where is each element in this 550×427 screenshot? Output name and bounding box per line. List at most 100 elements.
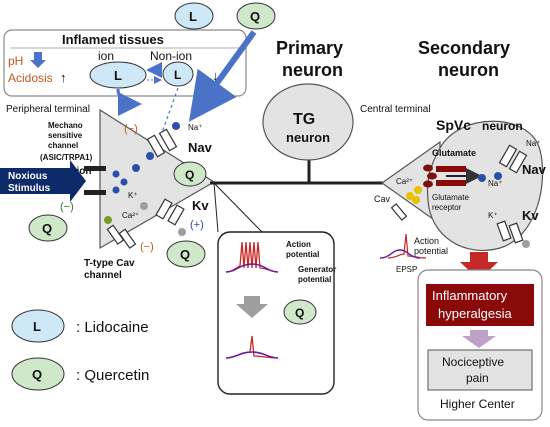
quercetin-top-symbol: Q [250, 9, 260, 24]
hyperalgesia-down-arrow-icon [460, 252, 498, 280]
nav-inhibition-label: (−) [124, 123, 138, 135]
t-type-cav-channel [106, 224, 137, 249]
quercetin-nav-ellipse [173, 161, 207, 187]
na-plus-label: Na⁺ [188, 123, 202, 132]
nav-channel-peripheral [146, 128, 178, 158]
ion-entry-arrow [116, 88, 142, 116]
inset-down-arrow-icon [236, 296, 268, 318]
callout-line-right [213, 182, 263, 233]
action-potential-inset: Action potential Generator potential Q [217, 231, 336, 395]
epsp-label: EPSP [396, 265, 417, 274]
spvc-label: SpVc [436, 117, 471, 133]
k-plus-label: K⁺ [128, 191, 138, 200]
inflamed-title: Inflamed tissues [62, 32, 164, 47]
callout-line-left [213, 182, 219, 233]
lidocaine-top-ellipse [174, 2, 214, 30]
lidocaine-ion-symbol: L [114, 68, 122, 83]
noxious-label-2: Stimulus [8, 183, 51, 194]
secondary-kv-label: Kv [522, 208, 539, 223]
peripheral-terminal-label: Peripheral terminal [6, 104, 90, 115]
cav-inhibition-label: (−) [140, 241, 154, 253]
secondary-title-line2: neuron [438, 60, 499, 80]
glut-receptor-label-1: Glutamate [432, 193, 469, 202]
ap-label-2: potential [286, 250, 319, 259]
ttype-label-1: T-type Cav [84, 258, 135, 269]
kv-activation-label: (+) [190, 219, 204, 231]
glutamate-receptor-bar-top [436, 166, 466, 172]
mechano-channel-bar-top [84, 166, 106, 171]
inflammatory-label: Inflammatory [432, 288, 508, 303]
pain-label: pain [466, 371, 489, 385]
central-ca2-label: Ca²⁺ [396, 177, 413, 186]
quercetin-to-nav-arrow [188, 30, 257, 122]
ph-label: pH [8, 54, 23, 68]
ion-label: ion [98, 49, 114, 63]
kv-channel-peripheral [155, 198, 185, 226]
gp-label-2: potential [298, 275, 331, 284]
higher-center-label: Higher Center [440, 397, 515, 411]
quercetin-mechano-ellipse [28, 214, 68, 242]
secondary-nav-label: Nav [522, 162, 547, 177]
nav-channel-secondary [498, 144, 528, 174]
mechano-label-4: (ASIC/TRPA1) [40, 153, 93, 162]
glutamate-vesicles [423, 164, 437, 188]
kv-channel-secondary [496, 220, 524, 244]
kv-label: Kv [192, 198, 209, 213]
secondary-title-line1: Secondary [418, 38, 510, 58]
inflammatory-hyperalgesia-box [426, 284, 534, 326]
cav-label: Cav [374, 194, 391, 204]
inflamed-tissues-box: Inflamed tissues pH Acidosis ↑ ion Non-i… [3, 29, 247, 97]
central-terminal-label: Central terminal [360, 104, 431, 115]
mechano-label-3: channel [48, 141, 78, 150]
quercetin-nav-symbol: Q [185, 168, 194, 182]
legend-quercetin-text: : Quercetin [76, 367, 149, 384]
tg-neuron-body [262, 83, 354, 161]
nociceptive-label: Nociceptive [442, 355, 504, 369]
secondary-k-plus: K⁺ [488, 211, 498, 220]
legend-lidocaine-ellipse [11, 309, 65, 343]
legend: L : Lidocaine Q : Quercetin [11, 309, 149, 391]
central-ap-label-1: Action [414, 236, 439, 246]
acidosis-label: Acidosis [8, 71, 53, 85]
nonion-entry-dashed [159, 87, 179, 139]
mechano-label-2: sensitive [48, 131, 83, 140]
quercetin-inset-ellipse [283, 299, 317, 325]
tg-label: TG [293, 111, 315, 128]
noxious-label-1: Noxious [8, 171, 48, 182]
primary-title-line1: Primary [276, 38, 343, 58]
quercetin-cav-ellipse [166, 240, 206, 268]
cav-channel-central [390, 203, 408, 221]
tg-neuron-label: neuron [286, 130, 330, 145]
noxious-stimulus-arrow: Noxious Stimulus [0, 160, 86, 202]
quercetin-mechano-symbol: Q [42, 221, 52, 236]
ph-down-arrow-icon [30, 52, 46, 68]
legend-lidocaine-text: : Lidocaine [76, 319, 149, 336]
secondary-neuron-label: neuron [482, 119, 523, 133]
ca2-plus-label: Ca²⁺ [122, 211, 139, 220]
quercetin-inset-symbol: Q [295, 306, 304, 320]
glutamate-receptor-bar-bottom [436, 180, 466, 186]
glut-receptor-label-2: receptor [432, 203, 462, 212]
acidosis-up-arrow: ↑ [60, 70, 67, 85]
non-ion-label: Non-ion [150, 49, 192, 63]
secondary-na-plus: Na⁺ [526, 139, 540, 148]
central-ap-label-2: potential [414, 246, 448, 256]
secondary-glut-na-plus: Na⁺ [488, 179, 502, 188]
glutamate-label: Glutamate [432, 148, 476, 158]
mechano-inhibition-label: (−) [60, 201, 74, 213]
ttype-label-2: channel [84, 270, 122, 281]
mechano-channel-bar-bottom [84, 190, 106, 195]
gp-label-1: Generator [298, 265, 336, 274]
lidocaine-nonion-symbol: L [174, 68, 181, 82]
quercetin-cav-symbol: Q [180, 247, 190, 262]
legend-lidocaine-symbol: L [33, 319, 41, 334]
mechano-label-1: Mechano [48, 121, 83, 130]
legend-quercetin-symbol: Q [32, 367, 42, 382]
lidocaine-top-symbol: L [189, 9, 197, 24]
primary-title-line2: neuron [282, 60, 343, 80]
epsp-trace [379, 249, 421, 259]
pain-down-arrow-icon [462, 330, 496, 348]
ap-label-1: Action [286, 240, 311, 249]
hyperalgesia-label: hyperalgesia [438, 306, 512, 321]
